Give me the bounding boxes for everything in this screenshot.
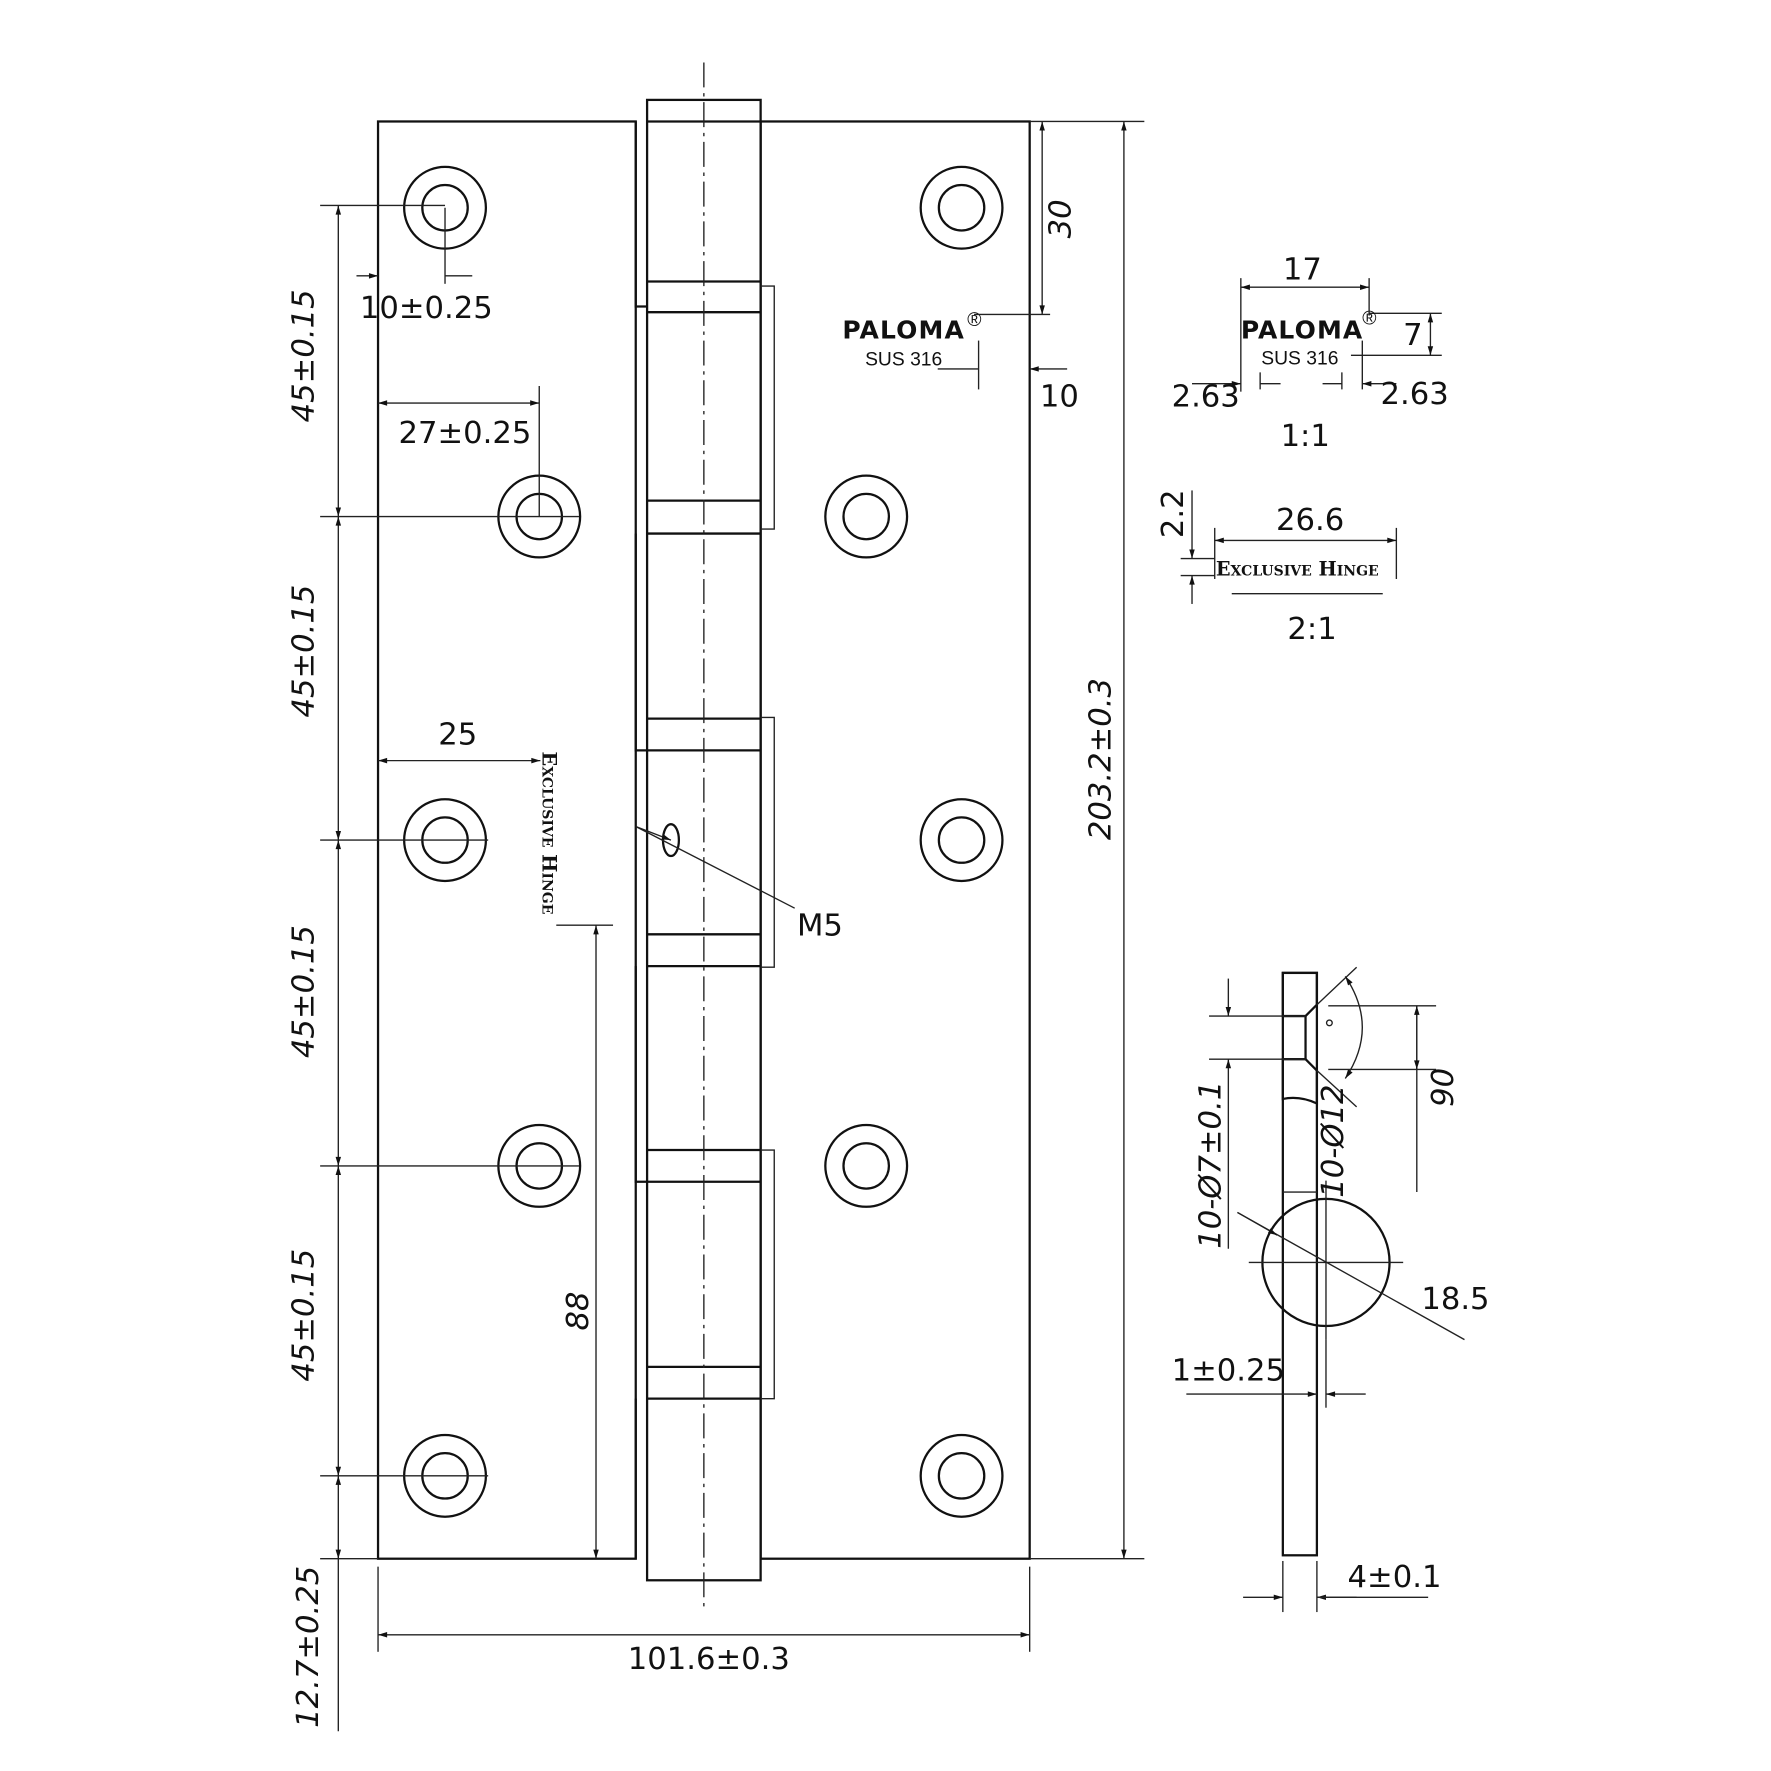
engraving-detail: Exclusive Hinge 26.6 2.2 2:1	[1156, 489, 1398, 647]
svg-text:PALOMA: PALOMA	[1241, 315, 1364, 344]
svg-text:88: 88	[561, 1292, 596, 1331]
svg-text:7: 7	[1403, 318, 1423, 353]
svg-text:2.2: 2.2	[1156, 489, 1191, 538]
svg-text:2:1: 2:1	[1287, 612, 1336, 647]
svg-text:30: 30	[1044, 199, 1079, 238]
svg-text:1:1: 1:1	[1281, 419, 1330, 454]
svg-text:27±0.25: 27±0.25	[398, 416, 531, 451]
svg-text:45±0.15: 45±0.15	[286, 1249, 321, 1382]
svg-text:10: 10	[1040, 379, 1079, 414]
svg-text:10±0.25: 10±0.25	[360, 291, 493, 326]
svg-text:10-Ø7±0.1: 10-Ø7±0.1	[1193, 1081, 1228, 1249]
svg-text:M5: M5	[797, 908, 843, 943]
svg-text:18.5: 18.5	[1421, 1282, 1489, 1317]
svg-text:25: 25	[438, 718, 477, 753]
engraving-text: Exclusive Hinge	[538, 752, 561, 915]
svg-text:12.7±0.25: 12.7±0.25	[291, 1566, 326, 1728]
svg-text:2.63: 2.63	[1380, 377, 1448, 412]
front-dimension-labels: 45±0.15 45±0.15 45±0.15 45±0.15 12.7±0.2…	[286, 199, 1118, 1727]
front-dimensions	[320, 120, 1145, 1732]
brand-logo: PALOMA	[842, 315, 965, 344]
material-label: SUS 316	[865, 350, 942, 371]
svg-text:45±0.15: 45±0.15	[286, 585, 321, 718]
logo-detail: PALOMA ® SUS 316 17 7 2.63 2.63 1:1	[1172, 252, 1449, 454]
svg-text:45±0.15: 45±0.15	[286, 289, 321, 422]
side-section: 10-Ø7±0.1 10-Ø12 90 18.5 1±0.25 4±0.1	[1172, 966, 1490, 1613]
svg-text:SUS 316: SUS 316	[1261, 348, 1338, 369]
svg-text:203.2±0.3: 203.2±0.3	[1083, 678, 1118, 840]
svg-text:Exclusive Hinge: Exclusive Hinge	[1216, 558, 1379, 581]
svg-text:26.6: 26.6	[1276, 503, 1344, 538]
knuckle-segments	[634, 120, 775, 1559]
brand-mark: ®	[967, 310, 981, 331]
svg-text:10-Ø12: 10-Ø12	[1316, 1085, 1351, 1198]
svg-text:®: ®	[1362, 309, 1376, 330]
svg-text:2.63: 2.63	[1172, 379, 1240, 414]
front-view: PALOMA ® SUS 316 Exclusive Hinge	[376, 62, 1031, 1607]
svg-text:4±0.1: 4±0.1	[1348, 1560, 1442, 1595]
svg-text:90: 90	[1426, 1068, 1461, 1107]
svg-text:101.6±0.3: 101.6±0.3	[628, 1642, 790, 1677]
svg-text:17: 17	[1283, 252, 1322, 287]
svg-text:1±0.25: 1±0.25	[1172, 1353, 1285, 1388]
svg-text:45±0.15: 45±0.15	[286, 925, 321, 1058]
